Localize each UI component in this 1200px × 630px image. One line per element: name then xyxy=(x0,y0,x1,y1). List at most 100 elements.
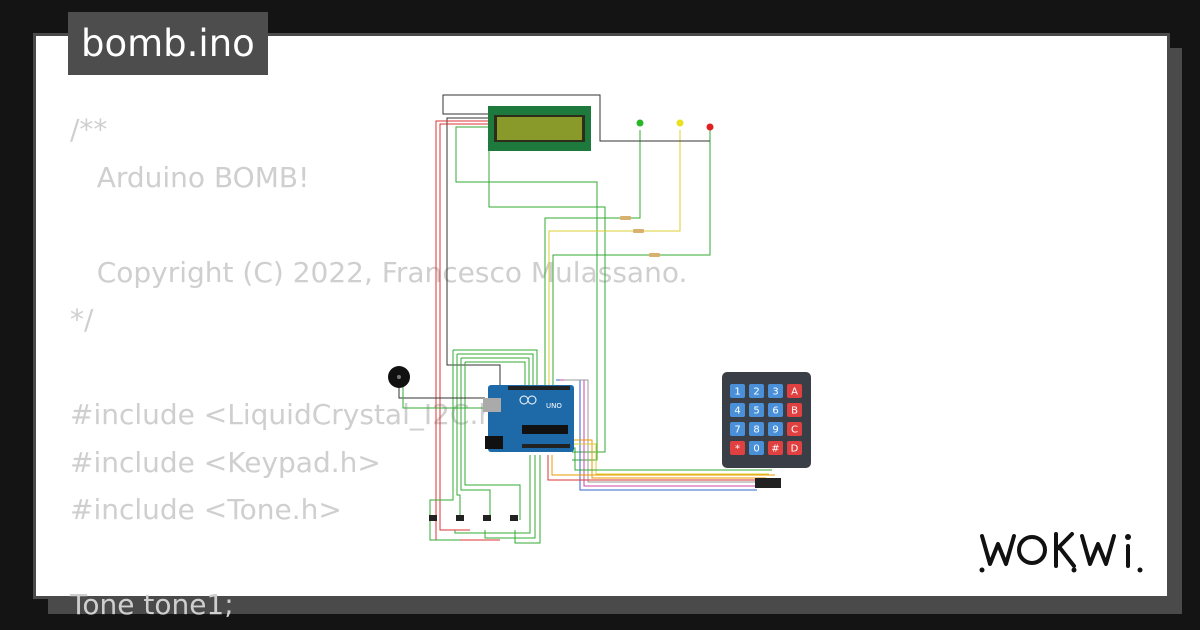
logo-dot xyxy=(1071,567,1077,573)
code-line: Tone tone1; xyxy=(70,588,234,621)
keypad-key-label: 3 xyxy=(772,387,778,398)
microcontroller-chip xyxy=(522,425,568,434)
keypad-key xyxy=(787,441,802,455)
wire-green xyxy=(429,350,460,541)
wire-green xyxy=(453,349,538,385)
wire-green xyxy=(460,358,491,520)
keypad-key xyxy=(730,441,745,455)
keypad-key xyxy=(749,403,764,417)
buzzer xyxy=(388,366,410,388)
pushbutton-icon xyxy=(429,515,437,521)
wire-green xyxy=(457,353,534,385)
resistor-icon xyxy=(620,216,631,220)
keypad-key-label: * xyxy=(735,444,740,455)
wires xyxy=(398,94,775,544)
keypad-connector xyxy=(755,478,781,488)
keypad-key-label: B xyxy=(791,406,798,417)
pushbutton-icon xyxy=(483,515,491,521)
pushbutton-icon xyxy=(510,515,518,521)
wire-green xyxy=(455,126,598,461)
wire-red xyxy=(547,455,760,481)
wire-green xyxy=(488,150,606,453)
lcd-display xyxy=(488,106,591,151)
keypad-key xyxy=(730,384,745,398)
wire-gray xyxy=(564,379,763,483)
wire-green xyxy=(464,362,521,520)
wire-orange xyxy=(572,439,766,479)
logo-letter-o xyxy=(1017,535,1047,565)
wire-black xyxy=(398,377,485,399)
keypad-key xyxy=(787,403,802,417)
usb-port xyxy=(483,398,501,412)
resistor-icon xyxy=(633,229,644,233)
wire-green xyxy=(454,455,531,534)
wire-green xyxy=(514,455,541,544)
code-line: Arduino BOMB! xyxy=(70,160,310,194)
keypad-key xyxy=(749,441,764,455)
wire-green xyxy=(465,361,526,385)
keypad-key xyxy=(749,384,764,398)
wire-green xyxy=(456,354,461,520)
code-line: #include <Keypad.h> xyxy=(70,445,381,479)
keypad-key xyxy=(768,422,783,436)
wire-yellow xyxy=(572,443,769,475)
keypad-key xyxy=(730,403,745,417)
resistors xyxy=(620,216,660,257)
keypad-key-label: 5 xyxy=(753,406,759,417)
keypad-key-label: 9 xyxy=(772,425,778,436)
logo-dot xyxy=(1125,534,1131,540)
lcd-screen xyxy=(497,117,582,140)
wire-red xyxy=(435,120,500,541)
keypad-key-label: C xyxy=(791,425,798,436)
logo-letter-k xyxy=(1054,532,1076,568)
header-pins xyxy=(508,386,570,390)
wire-green xyxy=(402,385,485,409)
keypad-key xyxy=(787,384,802,398)
keypad-key-label: 7 xyxy=(734,425,740,436)
code-line: #include <LiquidCrystal_I2C.h> xyxy=(70,398,520,431)
wire-green xyxy=(552,130,711,385)
keypad-key-label: 0 xyxy=(753,444,759,455)
keypad-key-label: # xyxy=(771,444,779,455)
keypad-key-label: 8 xyxy=(753,425,759,436)
keypad-key xyxy=(768,384,783,398)
keypad-key-label: 1 xyxy=(734,387,740,398)
logo-letter-w xyxy=(1080,534,1116,566)
arduino-board xyxy=(488,385,574,452)
wire-black xyxy=(446,117,501,385)
wokwi-logo xyxy=(979,532,1143,573)
push-buttons xyxy=(429,515,518,521)
board-label: UNO xyxy=(546,402,562,410)
keypad-key-label: 2 xyxy=(753,387,759,398)
keypad-key xyxy=(768,403,783,417)
keypad-key xyxy=(787,422,802,436)
wire-yellow xyxy=(548,130,681,385)
code-preview: /** Arduino BOMB! Copyright (C) 2022, Fr… xyxy=(70,106,687,629)
logo-dot xyxy=(979,567,985,573)
led-green-icon xyxy=(636,119,644,127)
code-line: Copyright (C) 2022, Francesco Mulassano. xyxy=(70,255,688,289)
resistor-icon xyxy=(649,253,660,257)
keypad-key xyxy=(768,441,783,455)
keypad-key-label: A xyxy=(791,387,798,398)
code-line: /** xyxy=(70,113,108,146)
code-line: */ xyxy=(70,303,94,336)
led-yellow-icon xyxy=(676,119,684,127)
wire-green xyxy=(484,455,536,539)
code-line: #include <Tone.h> xyxy=(70,493,342,526)
power-jack xyxy=(485,436,503,449)
pushbutton-icon xyxy=(456,515,464,521)
logo-dot xyxy=(1137,567,1143,573)
preview-card: /** Arduino BOMB! Copyright (C) 2022, Fr… xyxy=(33,33,1170,621)
arduino-uno: UNO xyxy=(483,385,574,452)
wire-black xyxy=(442,94,710,142)
leds xyxy=(636,119,714,131)
header-pins xyxy=(522,444,570,448)
led-red-icon xyxy=(706,123,714,131)
keypad-key-label: 6 xyxy=(772,406,778,417)
buzzer-center xyxy=(397,375,401,379)
keypad-key-label: 4 xyxy=(734,406,740,417)
arduino-logo-icon xyxy=(527,395,537,405)
